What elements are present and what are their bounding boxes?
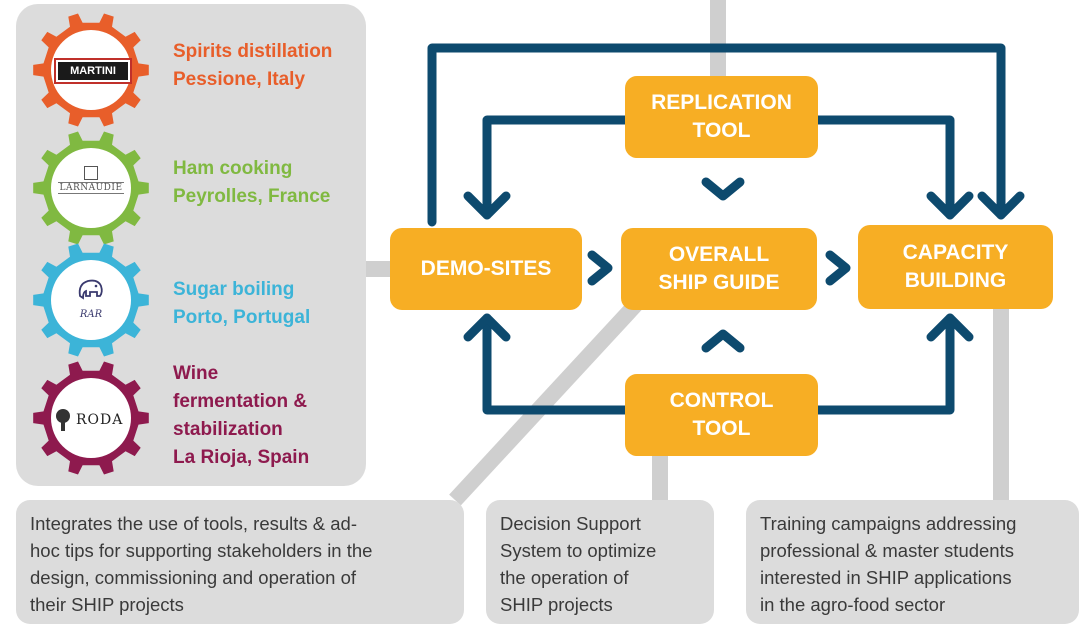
capacity-description-line-4: in the agro-food sector (760, 594, 946, 615)
guide-description-line-1: Integrates the use of tools, results & a… (30, 513, 358, 534)
guide-description-line-4: their SHIP projects (30, 594, 184, 615)
capacity-building-line-2: BUILDING (904, 269, 1007, 292)
larnaudie-logo-text: LARNAUDIE (58, 182, 124, 194)
control-description: Decision Support System to optimize the … (486, 500, 714, 624)
roda-gear-center (51, 378, 131, 458)
roda-logo-text: RODA (76, 412, 124, 428)
outer-loop-arrowhead (977, 191, 1025, 220)
site-roda-line-3: stabilization (173, 419, 283, 440)
site-martini-location: Pessione, Italy (173, 69, 306, 90)
site-martini-process: Spirits distillation (173, 41, 333, 62)
demo-to-guide-chevron (587, 250, 613, 286)
rar-logo-text: RAR (79, 309, 103, 320)
overall-guide-line-1: OVERALL (668, 243, 770, 266)
replication-to-demo-arrowhead (463, 191, 511, 220)
capacity-description-line-3: interested in SHIP applications (760, 567, 1012, 588)
site-martini-text: Spirits distillation Pessione, Italy (173, 38, 332, 94)
control-description-line-4: SHIP projects (500, 594, 613, 615)
overall-ship-guide-box: OVERALL SHIP GUIDE (621, 228, 817, 310)
site-larnaudie-location: Peyrolles, France (173, 186, 331, 207)
guide-description: Integrates the use of tools, results & a… (16, 500, 464, 624)
control-description-line-2: System to optimize (500, 540, 657, 561)
control-description-line-3: the operation of (500, 567, 629, 588)
control-to-demo-arrowhead (463, 313, 511, 342)
control-tool-line-1: CONTROL (669, 389, 774, 412)
capacity-building-line-1: CAPACITY (902, 241, 1009, 264)
guide-description-line-3: design, commissioning and operation of (30, 567, 356, 588)
site-rar-location: Porto, Portugal (173, 307, 311, 328)
capacity-description: Training campaigns addressing profession… (746, 500, 1079, 624)
overall-guide-line-2: SHIP GUIDE (658, 271, 780, 294)
site-roda-line-4: La Rioja, Spain (173, 447, 310, 468)
replication-to-capacity-arrow (812, 115, 955, 220)
elephant-icon (78, 279, 103, 300)
replication-tool-line-2: TOOL (692, 119, 751, 142)
larnaudie-gear-center (51, 148, 131, 228)
site-rar-process: Sugar boiling (173, 279, 295, 300)
demo-sites-box: DEMO-SITES (390, 228, 582, 310)
capacity-description-line-1: Training campaigns addressing (760, 513, 1017, 534)
replication-to-demo-arrow (482, 115, 632, 220)
rar-logo: RAR (70, 276, 112, 326)
site-rar-text: Sugar boiling Porto, Portugal (173, 276, 310, 332)
site-roda-text: Wine fermentation & stabilization La Rio… (173, 360, 309, 472)
replication-to-capacity-arrowhead (926, 191, 974, 220)
replication-tool-line-1: REPLICATION (651, 91, 792, 114)
martini-logo-text: MARTINI (70, 65, 116, 77)
larnaudie-crest (84, 166, 98, 180)
outer-loop-arrow (427, 43, 1006, 227)
site-larnaudie-text: Ham cooking Peyrolles, France (173, 155, 330, 211)
roda-logo: RODA (52, 402, 132, 438)
control-to-capacity-arrowhead (926, 313, 974, 342)
replication-tool-box: REPLICATION TOOL (625, 76, 818, 158)
site-larnaudie-process: Ham cooking (173, 158, 293, 179)
guide-to-capacity-chevron (825, 250, 851, 286)
capacity-building-box: CAPACITY BUILDING (858, 225, 1053, 309)
control-tool-line-2: TOOL (692, 417, 751, 440)
guide-connector (449, 294, 646, 506)
replication-to-guide-chevron (701, 177, 745, 201)
site-roda-line-2: fermentation & (173, 391, 308, 412)
demo-sites-label: DEMO-SITES (420, 257, 552, 280)
control-tool-box: CONTROL TOOL (625, 374, 818, 456)
larnaudie-logo: LARNAUDIE (58, 166, 124, 206)
gear-svg (33, 13, 149, 475)
martini-logo: MARTINI (54, 58, 132, 84)
site-roda-line-1: Wine (173, 363, 219, 384)
tree-icon (56, 409, 70, 431)
control-to-demo-arrow (482, 313, 632, 415)
control-description-line-1: Decision Support (500, 513, 641, 534)
control-to-guide-chevron (701, 329, 745, 353)
guide-description-line-2: hoc tips for supporting stakeholders in … (30, 540, 373, 561)
rar-gear-center (51, 260, 131, 340)
control-to-capacity-arrow (812, 313, 955, 415)
capacity-description-line-2: professional & master students (760, 540, 1014, 561)
